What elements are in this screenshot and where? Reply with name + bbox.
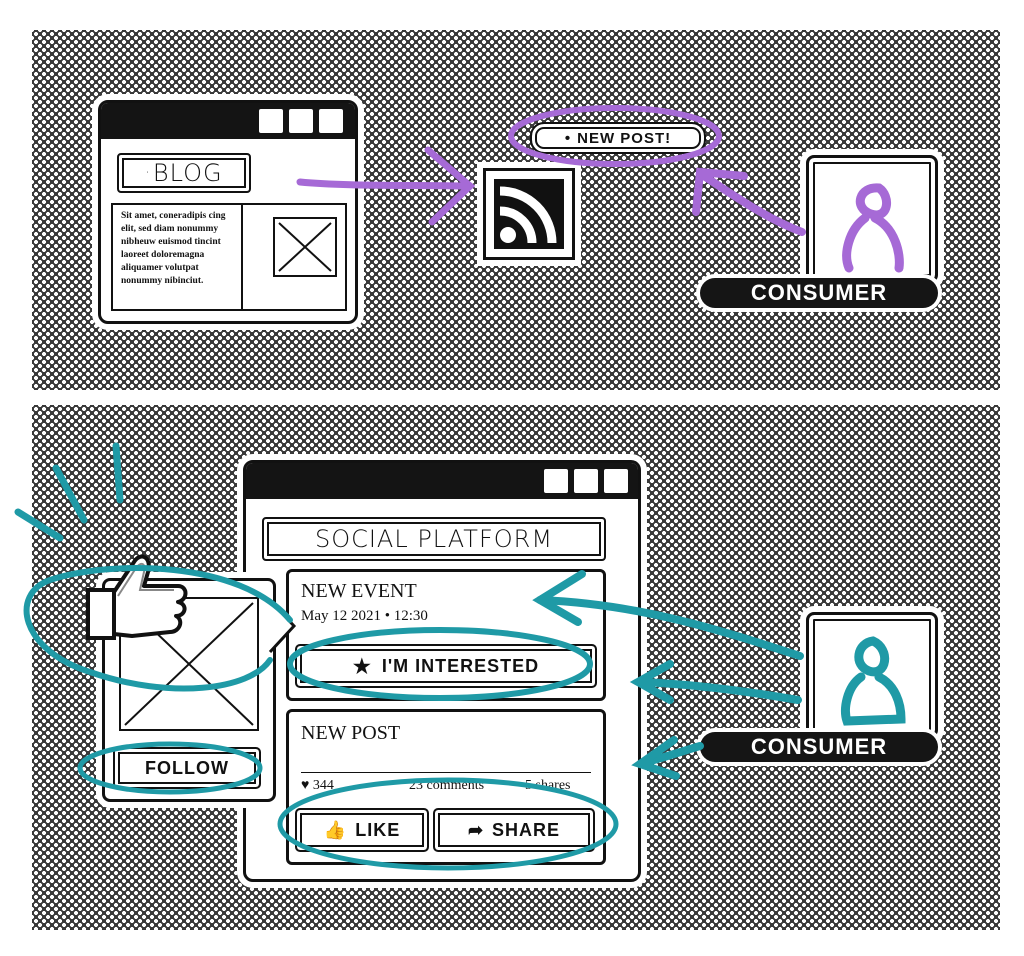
share-arrow-icon: ➦	[467, 819, 485, 840]
window-button[interactable]	[544, 469, 568, 493]
comments-count[interactable]: 23 comments	[409, 778, 485, 793]
blog-window: ·BLOG Sit amet, coneradipis cing elit, s…	[98, 100, 358, 324]
blog-window-titlebar	[101, 103, 355, 139]
post-title: NEW POST	[301, 722, 401, 744]
share-button[interactable]: ➦ SHARE	[433, 808, 595, 852]
consumer-label: CONSUMER	[700, 278, 938, 308]
window-button[interactable]	[259, 109, 283, 133]
post-card: NEW POST ♥ 344 23 comments 5 shares 👍 LI…	[286, 709, 606, 865]
event-datetime: May 12 2021 • 12:30	[301, 608, 428, 624]
window-button[interactable]	[319, 109, 343, 133]
thumbs-up-icon: 👍	[323, 819, 348, 840]
like-button[interactable]: 👍 LIKE	[295, 808, 429, 852]
user-icon	[841, 636, 906, 726]
blog-title: ·BLOG	[117, 153, 251, 193]
consumer-label: CONSUMER	[700, 732, 938, 762]
image-placeholder-icon	[273, 217, 337, 277]
event-card: NEW EVENT May 12 2021 • 12:30 ★ I'M INTE…	[286, 569, 606, 701]
window-button[interactable]	[574, 469, 598, 493]
window-button[interactable]	[604, 469, 628, 493]
consumer-avatar	[806, 612, 938, 738]
consumer-avatar	[806, 155, 938, 283]
social-window-titlebar	[246, 463, 638, 499]
star-icon: ★	[352, 655, 372, 678]
rss-icon	[483, 168, 575, 260]
new-post-tag: •NEW POST!	[530, 122, 706, 154]
window-button[interactable]	[289, 109, 313, 133]
profile-card-pointer	[268, 598, 297, 654]
likes-count: ♥ 344	[301, 778, 334, 793]
blog-post-frame: Sit amet, coneradipis cing elit, sed dia…	[111, 203, 347, 311]
interested-button[interactable]: ★ I'M INTERESTED	[295, 644, 597, 688]
user-icon	[842, 183, 904, 273]
social-platform-window: SOCIAL PLATFORM NEW EVENT May 12 2021 • …	[243, 460, 641, 882]
blog-body-text: Sit amet, coneradipis cing elit, sed dia…	[121, 211, 226, 286]
thumbs-up-icon	[86, 554, 188, 640]
shares-count[interactable]: 5 shares	[525, 778, 571, 793]
platform-title: SOCIAL PLATFORM	[262, 517, 606, 561]
follow-button[interactable]: FOLLOW	[113, 747, 261, 789]
event-title: NEW EVENT	[301, 580, 417, 602]
